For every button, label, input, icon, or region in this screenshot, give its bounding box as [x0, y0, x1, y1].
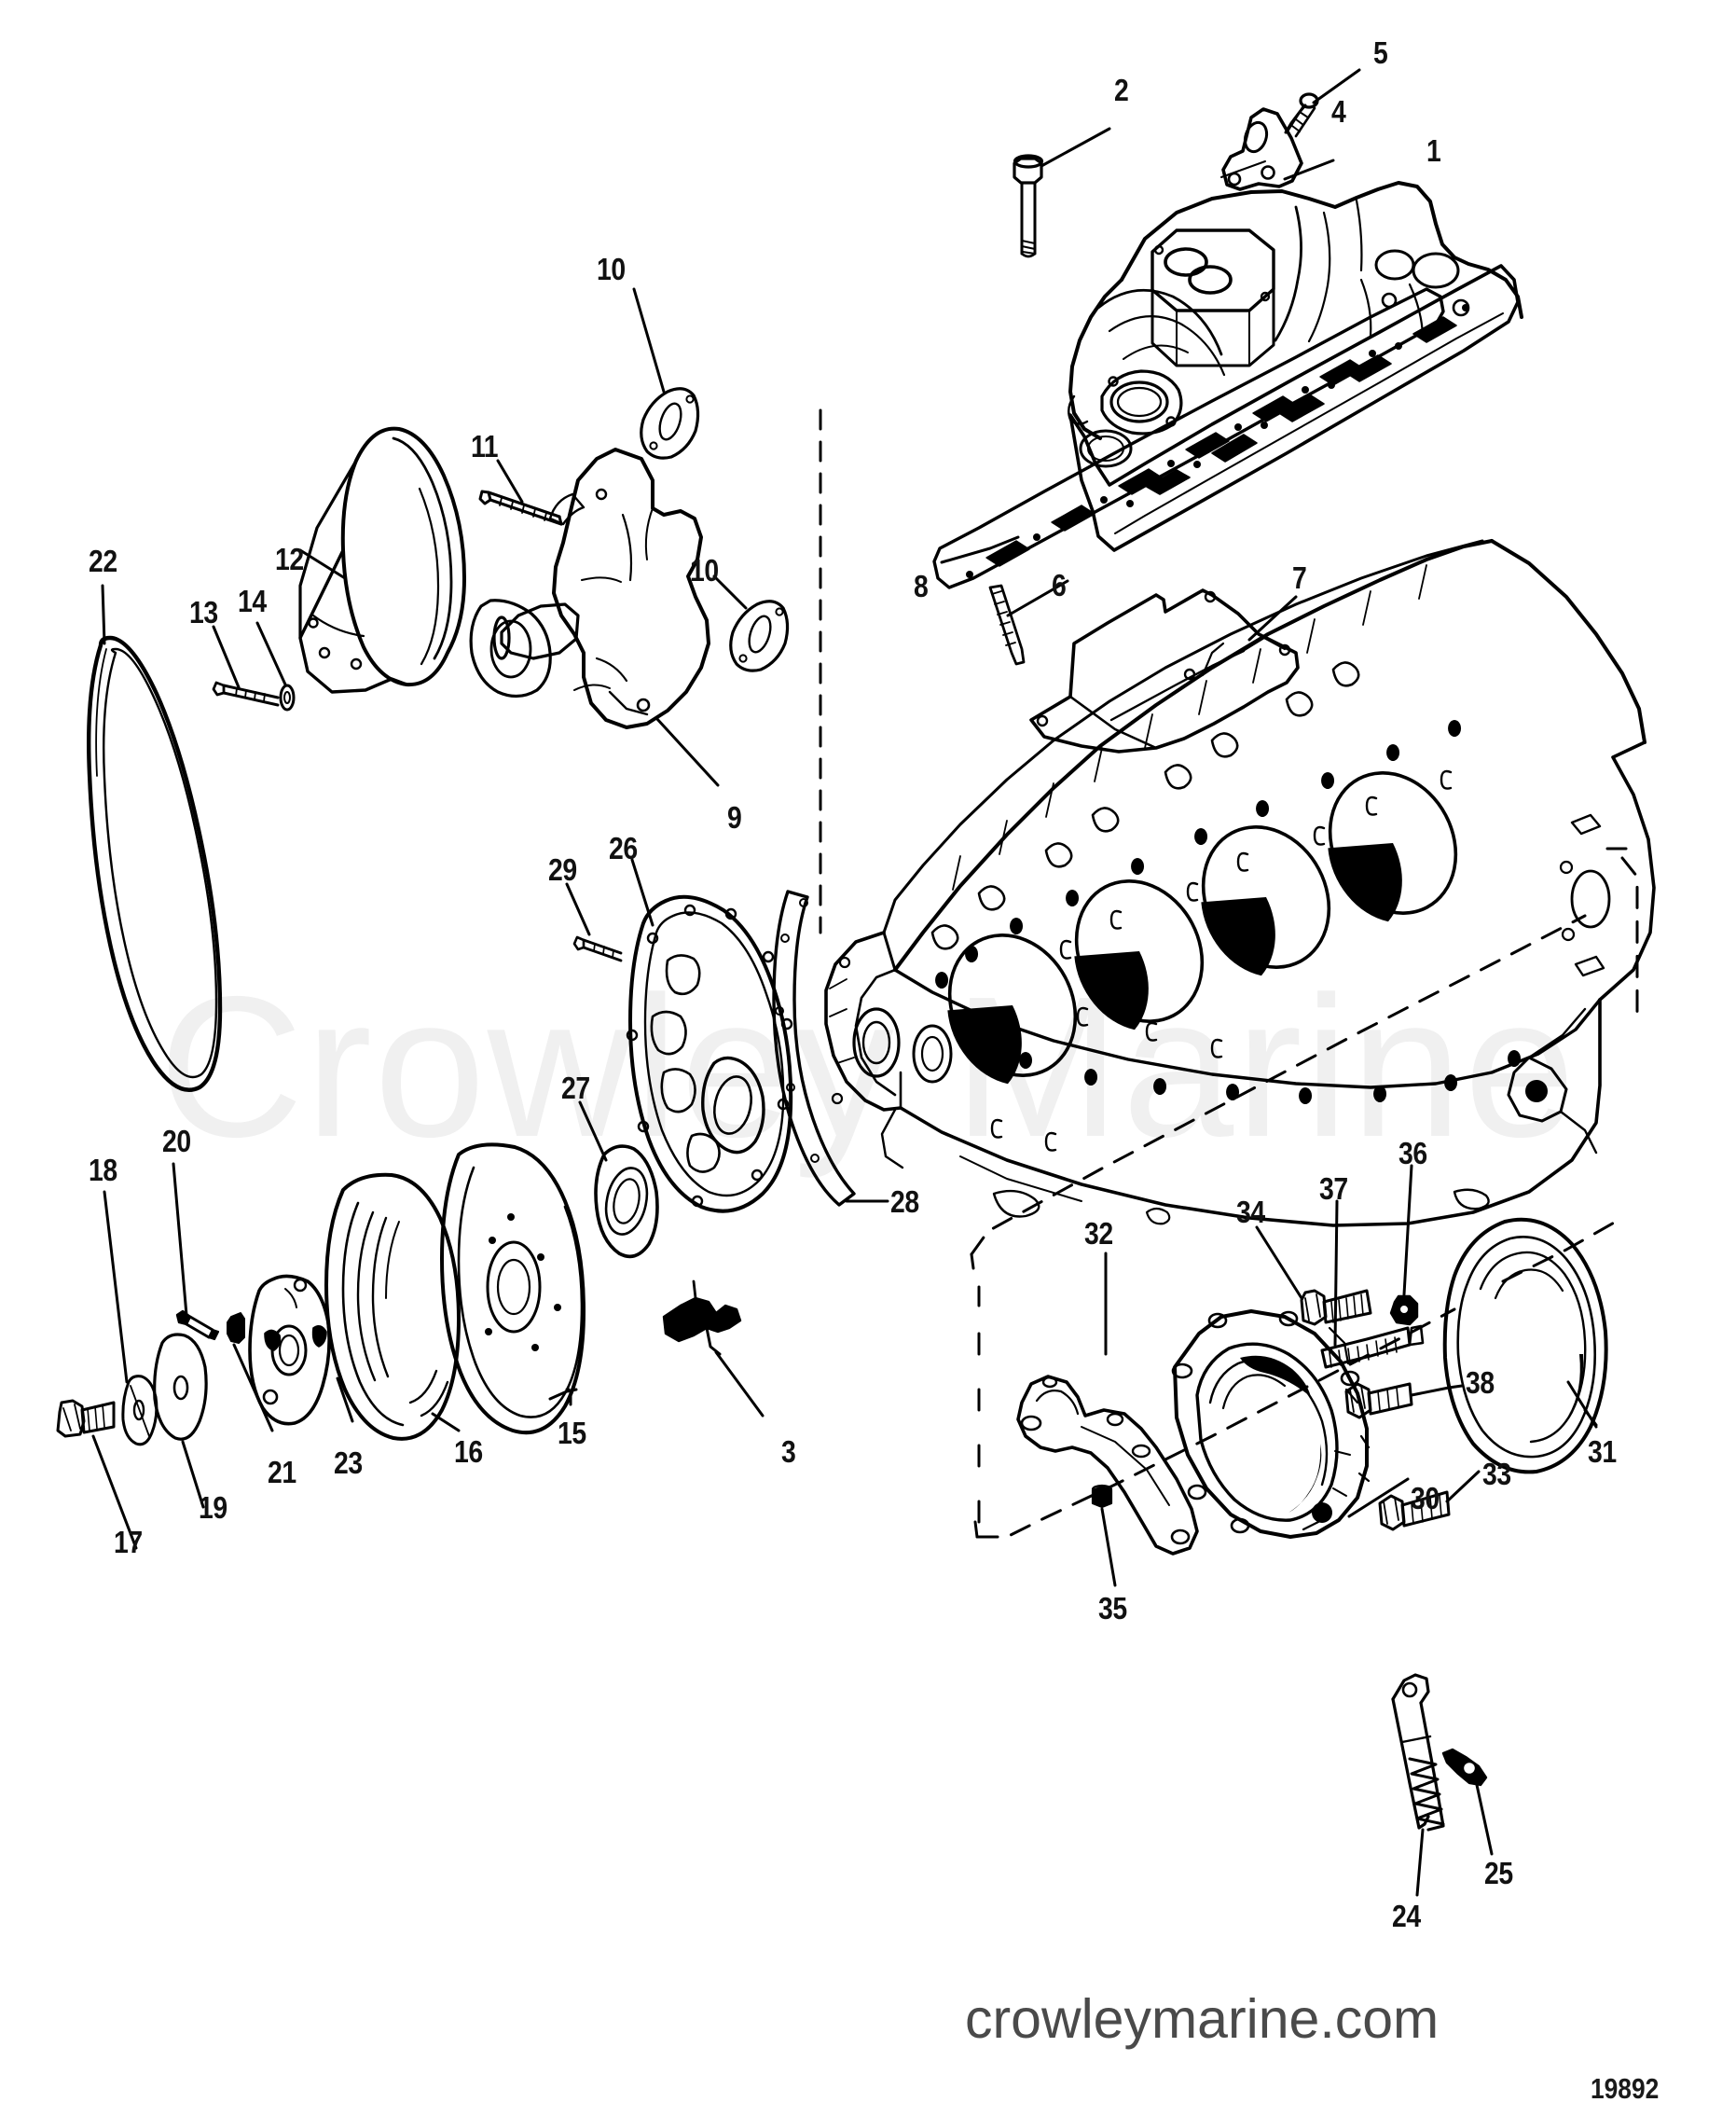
callout-34: 34 [1236, 1195, 1265, 1229]
water-pump-gasket-upper-drawing [632, 287, 700, 460]
pulley-washer-drawing [255, 621, 296, 712]
callout-5: 5 [1373, 35, 1388, 70]
callout-6: 6 [1052, 568, 1067, 602]
crankshaft-seal-drawing [578, 1100, 659, 1259]
flat-washer-drawing [153, 1333, 208, 1509]
callout-10-lower: 10 [690, 553, 719, 588]
carrier-nut-drawing [1389, 1164, 1419, 1326]
intake-manifold-drawing [1068, 181, 1523, 552]
water-pump-drawing [469, 448, 720, 787]
valley-cover-drawing [1029, 588, 1300, 754]
callout-7: 7 [1292, 560, 1307, 595]
drive-belt-drawing [87, 584, 223, 1092]
retainer-clip-drawing [662, 1279, 765, 1418]
callout-23: 23 [334, 1445, 363, 1480]
callout-26: 26 [609, 831, 638, 865]
lifting-bracket-drawing [1220, 107, 1335, 191]
pulley-screw-drawing [212, 625, 280, 707]
crankshaft-pulley-outer-drawing [440, 1142, 586, 1435]
callout-13: 13 [189, 595, 218, 629]
callout-8: 8 [914, 569, 929, 603]
valley-cover-screw-drawing [988, 579, 1069, 666]
water-pump-gasket-lower-drawing [712, 574, 790, 672]
callout-20: 20 [162, 1124, 191, 1158]
bracket-screw-drawing [1284, 68, 1361, 138]
callout-3: 3 [781, 1434, 796, 1469]
callout-32: 32 [1084, 1216, 1113, 1251]
crankshaft-pulley-inner-drawing [324, 1172, 461, 1441]
callout-30: 30 [1411, 1481, 1440, 1515]
pulley-hub-drawing [248, 1274, 354, 1426]
callout-10-upper: 10 [597, 252, 626, 286]
carrier-stud-drawing [1320, 1199, 1425, 1369]
rear-main-seal-drawing [1442, 1217, 1608, 1474]
callout-21: 21 [268, 1455, 296, 1489]
water-pump-pulley-drawing [298, 426, 466, 694]
callout-27: 27 [561, 1071, 590, 1105]
dashed-group-box-rear-seal [970, 856, 1639, 1539]
callout-38: 38 [1466, 1365, 1495, 1400]
callout-12: 12 [275, 542, 304, 576]
callout-37: 37 [1319, 1171, 1348, 1206]
water-pump-screw-drawing [478, 459, 563, 526]
callout-31: 31 [1588, 1434, 1617, 1469]
rear-seal-carrier-drawing [1171, 1309, 1410, 1539]
callout-33: 33 [1482, 1457, 1511, 1491]
callout-17: 17 [114, 1525, 143, 1559]
callout-15: 15 [558, 1416, 586, 1450]
callout-14: 14 [238, 584, 267, 618]
timing-cover-gasket-drawing [772, 890, 889, 1207]
timing-cover-drawing [626, 858, 793, 1213]
diagram-number: 19892 [1591, 2072, 1660, 2105]
carrier-bolt-long-drawing [1378, 1470, 1481, 1531]
callout-29: 29 [548, 852, 577, 887]
callout-4: 4 [1331, 94, 1346, 129]
callout-18: 18 [89, 1153, 117, 1187]
carrier-bolt-medium-drawing [1344, 1382, 1464, 1419]
callout-35: 35 [1098, 1591, 1127, 1625]
callout-24: 24 [1392, 1899, 1421, 1933]
callout-22: 22 [89, 544, 117, 578]
callout-9: 9 [727, 800, 742, 835]
callout-2: 2 [1114, 73, 1129, 107]
engine-block-drawing [824, 539, 1656, 1227]
callout-19: 19 [199, 1490, 227, 1525]
oil-pan-rear-seal-retainer-drawing [1016, 1252, 1199, 1556]
callout-16: 16 [454, 1434, 483, 1469]
callout-25: 25 [1484, 1856, 1513, 1890]
locating-pin-drawing [1091, 1484, 1117, 1587]
footer-website-url: crowleymarine.com [965, 1988, 1440, 2050]
intake-manifold-gasket-drawing [932, 287, 1445, 589]
callout-28: 28 [890, 1184, 919, 1219]
manifold-bolt-drawing [1013, 127, 1111, 258]
dipstick-tube-screw-drawing [1441, 1748, 1494, 1856]
carrier-bolt-short-drawing [1255, 1225, 1372, 1326]
dipstick-tube-drawing [1391, 1673, 1445, 1897]
callout-11: 11 [471, 429, 499, 463]
woodruff-key-drawing [227, 1312, 274, 1432]
callout-36: 36 [1398, 1136, 1427, 1170]
crankshaft-washer-drawing [103, 1190, 158, 1446]
crankshaft-bolt-drawing [56, 1399, 138, 1550]
callout-1: 1 [1426, 133, 1441, 168]
timing-cover-screw-drawing [565, 882, 623, 962]
hub-screw-drawing [172, 1162, 220, 1341]
